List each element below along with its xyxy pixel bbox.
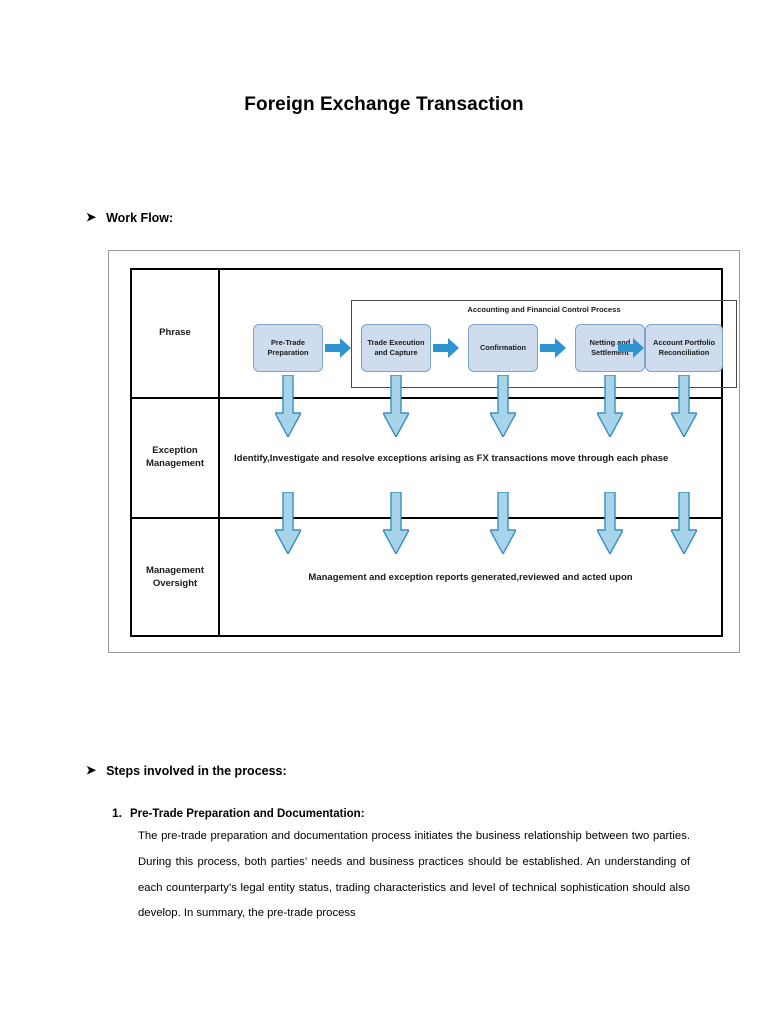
down-arrow-icon bbox=[383, 492, 409, 554]
down-arrow-icon bbox=[490, 492, 516, 554]
row-body-text: Identify,Investigate and resolve excepti… bbox=[234, 452, 669, 464]
down-arrow-icon bbox=[671, 492, 697, 554]
accounting-control-process-caption: Accounting and Financial Control Process bbox=[467, 305, 621, 314]
table-row: Phrase bbox=[132, 270, 721, 397]
row-body-exception-management: Identify,Investigate and resolve excepti… bbox=[220, 399, 721, 517]
list-item: 1. Pre-Trade Preparation and Documentati… bbox=[112, 806, 690, 927]
down-arrow-icon bbox=[597, 375, 623, 437]
step-number: 1. bbox=[112, 806, 123, 820]
right-arrow-icon bbox=[540, 337, 566, 359]
section-heading-work-flow: ➤ Work Flow: bbox=[86, 211, 173, 225]
down-arrow-icon bbox=[275, 492, 301, 554]
step-title-row: 1. Pre-Trade Preparation and Documentati… bbox=[112, 806, 690, 820]
page-title: Foreign Exchange Transaction bbox=[244, 94, 524, 115]
right-arrow-icon bbox=[325, 337, 351, 359]
down-arrow-icon bbox=[597, 492, 623, 554]
right-arrow-icon bbox=[433, 337, 459, 359]
right-arrow-icon bbox=[618, 337, 644, 359]
down-arrow-icon bbox=[383, 375, 409, 437]
row-label-phrase: Phrase bbox=[132, 270, 220, 397]
section-heading-label: Steps involved in the process: bbox=[106, 764, 287, 778]
bullet-arrow-icon: ➤ bbox=[86, 210, 97, 224]
step-paragraph: The pre-trade preparation and documentat… bbox=[138, 830, 690, 920]
step-title: Pre-Trade Preparation and Documentation: bbox=[130, 808, 365, 820]
row-label-text: Phrase bbox=[159, 327, 191, 339]
down-arrow-icon bbox=[490, 375, 516, 437]
section-heading-steps: ➤ Steps involved in the process: bbox=[86, 764, 287, 778]
accounting-control-process-box: Accounting and Financial Control Process bbox=[351, 300, 737, 388]
down-arrow-icon bbox=[275, 375, 301, 437]
down-arrow-icon bbox=[671, 375, 697, 437]
row-body-management-oversight: Management and exception reports generat… bbox=[220, 519, 721, 636]
process-box-confirmation[interactable]: Confirmation bbox=[468, 324, 538, 372]
section-heading-label: Work Flow: bbox=[106, 211, 174, 225]
row-body-text: Management and exception reports generat… bbox=[308, 572, 633, 583]
bullet-arrow-icon: ➤ bbox=[86, 763, 97, 777]
